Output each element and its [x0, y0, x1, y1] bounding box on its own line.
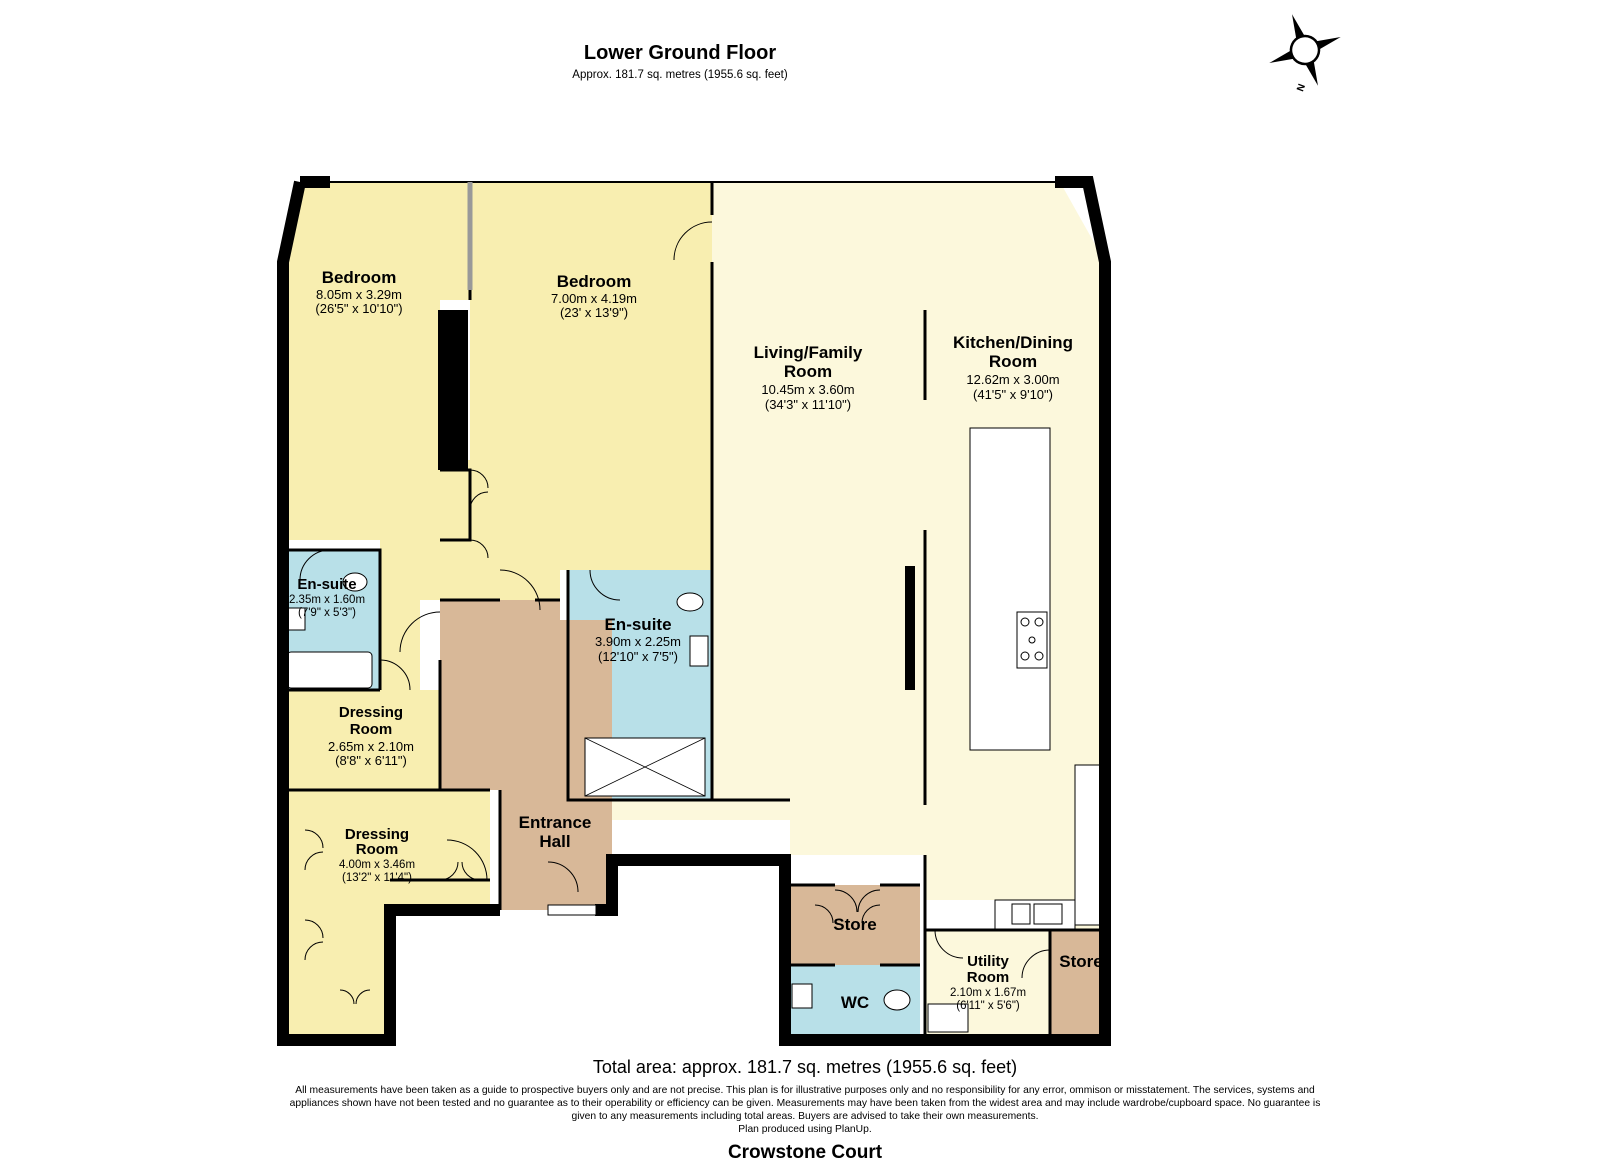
basin-icon: [791, 983, 813, 1009]
chimney-breast: [438, 310, 468, 470]
ensuite-2-dim-ft: (12'10" x 7'5"): [598, 649, 678, 664]
store-1-area: [790, 885, 920, 965]
plan-footer: Total area: approx. 181.7 sq. metres (19…: [280, 1057, 1330, 1164]
kitchen-name-1: Kitchen/Dining: [953, 333, 1073, 352]
dressing-room-2-name-2: Room: [356, 841, 399, 858]
toilet-icon: [676, 592, 704, 612]
property-name: Crowstone Court: [727, 1142, 883, 1163]
floor-area: Approx. 181.7 sq. metres (1955.6 sq. fee…: [572, 69, 788, 81]
store-2-name: Store: [1059, 952, 1102, 971]
basin-icon: [689, 635, 709, 667]
toilet-icon: [342, 572, 368, 592]
sink-icon: [1011, 903, 1031, 925]
compass-icon: N: [1269, 14, 1341, 94]
bedroom-2-name: Bedroom: [557, 272, 632, 291]
kitchen-island: [969, 427, 1051, 751]
bedroom-2-area: [440, 182, 712, 600]
bath-icon: [286, 651, 373, 689]
kitchen-dim-m: 12.62m x 3.00m: [966, 372, 1059, 387]
bedroom-2-dim-m: 7.00m x 4.19m: [551, 291, 637, 306]
dressing-room-2-dim-ft: (13'2" x 11'4"): [342, 872, 412, 884]
dressing-room-1-area: [285, 690, 440, 790]
utility-room-name-1: Utility: [967, 953, 1009, 970]
store-1-name: Store: [833, 915, 876, 934]
bedroom-1-name: Bedroom: [322, 268, 397, 287]
dressing-room-1-name-2: Room: [350, 721, 393, 738]
produced-by: Plan produced using PlanUp.: [738, 1124, 872, 1135]
total-area: Total area: approx. 181.7 sq. metres (19…: [592, 1057, 1018, 1077]
utility-sink-icon: [927, 1003, 969, 1033]
ensuite-1-name: En-suite: [297, 576, 356, 593]
utility-room-dim-m: 2.10m x 1.67m: [950, 987, 1026, 999]
wc-name: WC: [841, 993, 869, 1012]
ensuite-2-name: En-suite: [604, 615, 671, 634]
bedroom-1-area: [285, 182, 470, 690]
bedroom-2-dim-ft: (23' x 13'9"): [560, 305, 628, 320]
living-room-dim-m: 10.45m x 3.60m: [761, 382, 854, 397]
plan-header: Lower Ground Floor Approx. 181.7 sq. met…: [520, 42, 840, 81]
utility-room-dim-ft: (6'11" x 5'6"): [956, 1000, 1020, 1012]
bedroom-1-dim-ft: (26'5" x 10'10"): [315, 301, 402, 316]
compass-north-label: N: [1295, 83, 1308, 94]
dressing-room-1-dim-ft: (8'8" x 6'11"): [335, 753, 407, 768]
toilet-icon: [883, 989, 911, 1011]
kitchen-name-2: Room: [989, 352, 1037, 371]
living-room-name-1: Living/Family: [754, 343, 863, 362]
ensuite-2-dim-m: 3.90m x 2.25m: [595, 634, 681, 649]
partition-pillar: [905, 566, 915, 690]
utility-room-name-2: Room: [967, 969, 1010, 986]
dressing-room-2-dim-m: 4.00m x 3.46m: [339, 859, 415, 871]
dressing-room-1-dim-m: 2.65m x 2.10m: [328, 739, 414, 754]
kitchen-dim-ft: (41'5" x 9'10"): [973, 387, 1053, 402]
entrance-hall-name-2: Hall: [539, 832, 570, 851]
entrance-door-icon: [547, 904, 597, 916]
dressing-room-2-name-1: Dressing: [345, 826, 409, 843]
disclaimer-text: All measurements have been taken as a gu…: [289, 1085, 1321, 1122]
dressing-room-1-name-1: Dressing: [339, 704, 403, 721]
living-room-dim-ft: (34'3" x 11'10"): [765, 397, 851, 412]
living-room-name-2: Room: [784, 362, 832, 381]
ensuite-1-dim-m: 2.35m x 1.60m: [289, 594, 365, 606]
entrance-hall-name-1: Entrance: [519, 813, 592, 832]
floor-title: Lower Ground Floor: [583, 42, 777, 64]
store-2-area: [1050, 930, 1105, 1035]
bedroom-1-dim-m: 8.05m x 3.29m: [316, 287, 402, 302]
ensuite-1-dim-ft: (7'9" x 5'3"): [298, 607, 356, 619]
